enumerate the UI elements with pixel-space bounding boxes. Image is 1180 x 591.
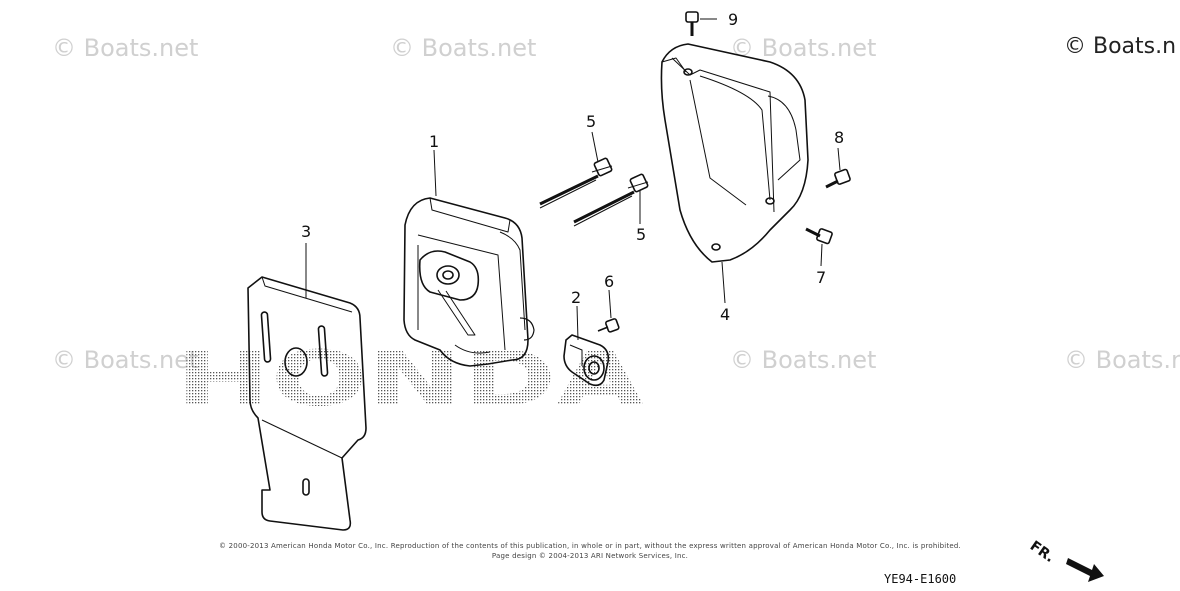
watermark-boats: © Boats.net: [1064, 346, 1180, 374]
watermark-boats: © Boats.net: [52, 34, 199, 62]
muffler-cover: [660, 43, 809, 263]
callout-7: 7: [816, 268, 827, 287]
watermark-boats: © Boats.net: [52, 346, 199, 374]
callout-5-upper: 5: [586, 112, 597, 131]
watermark-boats-corner: © Boats.n: [1064, 34, 1177, 59]
honda-brand-watermark: HONDA: [176, 334, 644, 423]
callout-3: 3: [301, 222, 312, 241]
callout-2: 2: [571, 288, 582, 307]
muffler: [403, 197, 535, 367]
front-direction-arrow-icon: [1066, 558, 1104, 582]
callout-1: 1: [429, 132, 440, 151]
screw-6: [597, 318, 620, 333]
watermark-boats: © Boats.net: [390, 34, 537, 62]
copyright-notice: © 2000-2013 American Honda Motor Co., In…: [219, 542, 961, 550]
bolt-8: [825, 168, 851, 189]
diagram-code: YE94-E1600: [884, 572, 957, 586]
page-design-notice: Page design © 2004-2013 ARI Network Serv…: [491, 552, 689, 560]
callout-9: 9: [728, 10, 739, 29]
spark-arrester: [563, 334, 610, 387]
watermark-boats: © Boats.net: [730, 346, 877, 374]
leader-lines: [305, 18, 841, 341]
callout-4: 4: [720, 305, 731, 324]
watermark-boats: © Boats.net: [730, 34, 877, 62]
bolt-5-upper: [539, 157, 613, 209]
bolt-7: [805, 227, 833, 245]
callout-6: 6: [604, 272, 615, 291]
bolt-9: [685, 11, 699, 36]
callout-5-lower: 5: [636, 225, 647, 244]
callout-8: 8: [834, 128, 845, 147]
bolt-5-lower: [573, 173, 649, 227]
protector-plate: [247, 276, 367, 531]
